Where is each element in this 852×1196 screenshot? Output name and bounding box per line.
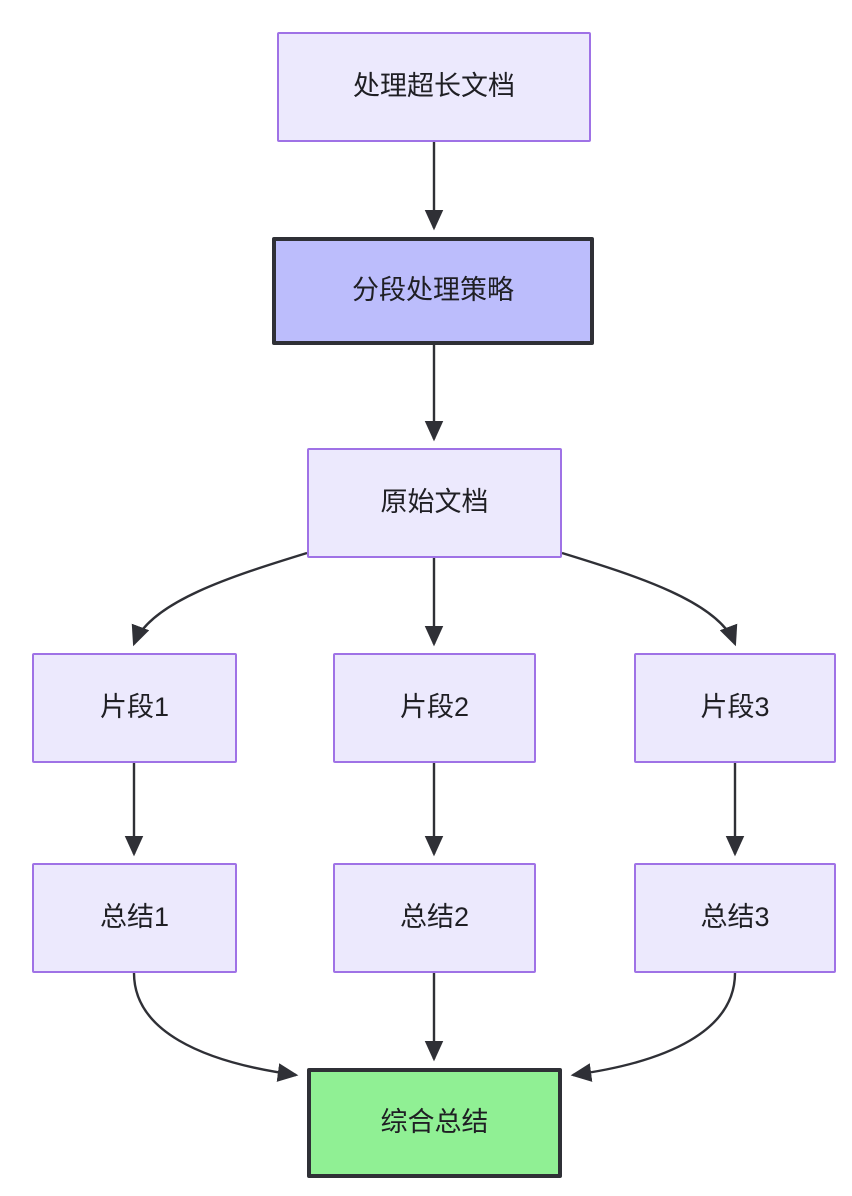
node-label: 总结2 — [399, 902, 470, 933]
node-label: 片段3 — [700, 692, 770, 723]
node-comprehensive-summary[interactable]: 综合总结 — [307, 1068, 562, 1178]
edge-n7-n10 — [132, 972, 299, 1082]
node-fragment-1[interactable]: 片段1 — [32, 653, 237, 763]
node-label: 总结3 — [700, 902, 770, 933]
node-summary-2[interactable]: 总结2 — [333, 863, 536, 973]
node-label: 分段处理策略 — [352, 275, 514, 306]
node-chunking-strategy[interactable]: 分段处理策略 — [272, 237, 594, 345]
node-summary-1[interactable]: 总结1 — [32, 863, 237, 973]
node-label: 综合总结 — [380, 1107, 489, 1138]
node-label: 片段1 — [99, 692, 170, 723]
node-fragment-2[interactable]: 片段2 — [333, 653, 536, 763]
edge-n9-n10 — [570, 972, 737, 1082]
edge-n3-n6 — [561, 551, 738, 647]
node-original-document[interactable]: 原始文档 — [307, 448, 562, 558]
node-label: 片段2 — [399, 692, 470, 723]
node-label: 原始文档 — [380, 487, 489, 518]
node-label: 处理超长文档 — [353, 71, 515, 102]
node-fragment-3[interactable]: 片段3 — [634, 653, 836, 763]
node-label: 总结1 — [99, 902, 170, 933]
edge-n3-n4 — [131, 551, 308, 647]
node-process-long-document[interactable]: 处理超长文档 — [277, 32, 591, 142]
node-summary-3[interactable]: 总结3 — [634, 863, 836, 973]
